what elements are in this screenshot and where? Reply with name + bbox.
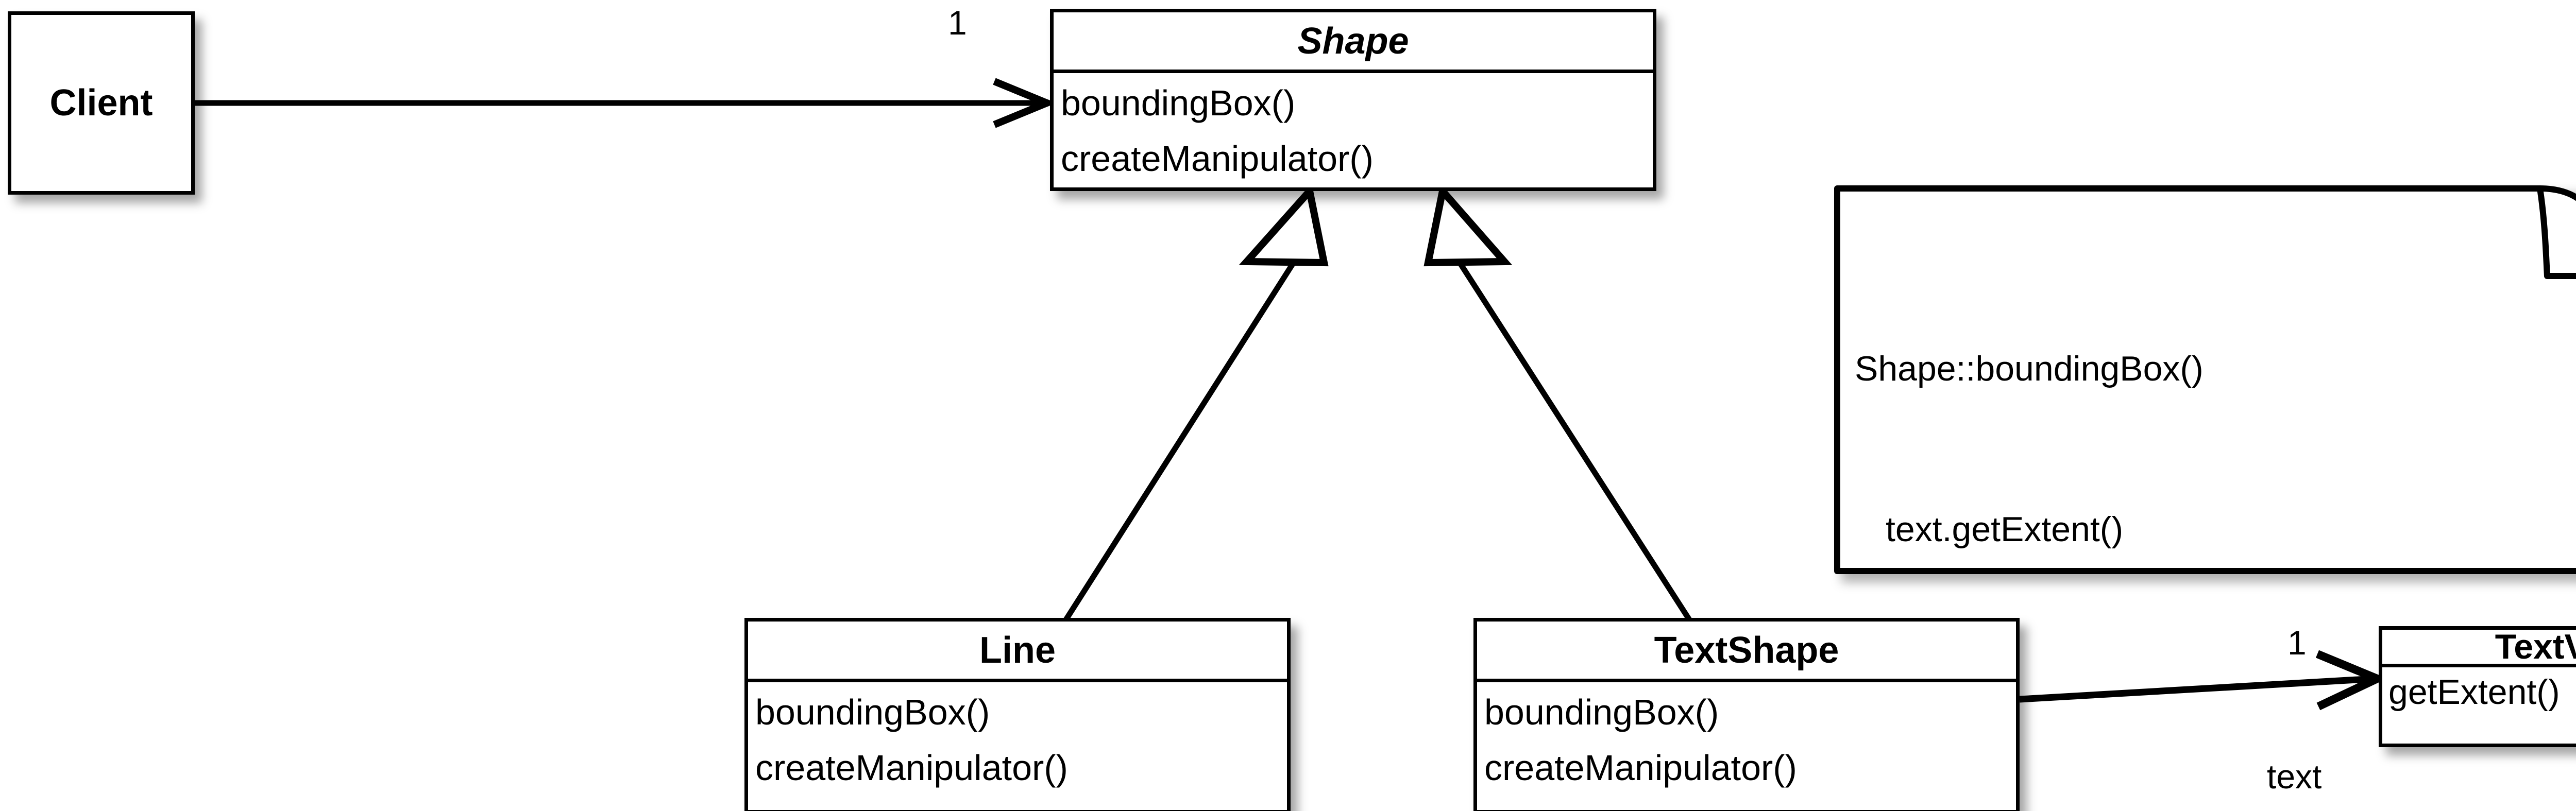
compartment-divider xyxy=(1477,679,2016,682)
operation-row: createManipulator() xyxy=(1484,748,1797,788)
role-label-text: text xyxy=(2267,757,2322,796)
operation-row: createManipulator() xyxy=(755,748,1068,788)
compartment-divider xyxy=(1054,70,1653,73)
class-name-textview: TextView xyxy=(2495,627,2576,666)
note-outline-icon xyxy=(1834,185,2576,574)
operation-row: createManipulator() xyxy=(1061,139,1374,179)
uml-class-textview[interactable]: TextView getExtent() xyxy=(2379,626,2576,747)
edge-textshape-to-shape xyxy=(1423,183,1692,622)
note-line: Shape::boundingBox() xyxy=(1855,349,2204,388)
operation-row: boundingBox() xyxy=(1061,83,1296,123)
class-name-client: Client xyxy=(49,82,153,124)
class-name-line: Line xyxy=(979,629,1056,671)
operation-row: boundingBox() xyxy=(755,692,990,732)
uml-class-shape[interactable]: Shape boundingBox() createManipulator() xyxy=(1050,9,1656,191)
operations-compartment-line: boundingBox() createManipulator() xyxy=(748,682,1287,796)
class-name-textshape: TextShape xyxy=(1654,629,1839,671)
operation-row: getExtent() xyxy=(2388,672,2560,712)
edge-client-to-shape xyxy=(195,78,1057,128)
uml-class-client[interactable]: Client xyxy=(8,11,195,195)
compartment-divider xyxy=(748,679,1287,682)
operation-row: boundingBox() xyxy=(1484,692,1719,732)
class-name-shape: Shape xyxy=(1297,20,1409,62)
operations-compartment-textshape: boundingBox() createManipulator() xyxy=(1477,682,2016,796)
operations-compartment-shape: boundingBox() createManipulator() xyxy=(1054,73,1653,186)
uml-class-line[interactable]: Line boundingBox() createManipulator() xyxy=(744,618,1291,811)
note-body: Shape::boundingBox() text.getExtent() Sh… xyxy=(1855,235,2576,811)
uml-class-textshape[interactable]: TextShape boundingBox() createManipulato… xyxy=(1473,618,2020,811)
compartment-divider xyxy=(2382,664,2576,667)
uml-note[interactable]: Shape::boundingBox() text.getExtent() Sh… xyxy=(1834,185,2576,582)
multiplicity-label-textshape-textview: 1 xyxy=(2287,624,2307,662)
edge-textshape-to-textview xyxy=(2019,650,2387,711)
operations-compartment-textview: getExtent() xyxy=(2382,667,2576,716)
edge-line-to-shape xyxy=(1063,183,1329,622)
multiplicity-label-client-shape: 1 xyxy=(948,4,967,42)
note-line: text.getExtent() xyxy=(1886,510,2124,549)
